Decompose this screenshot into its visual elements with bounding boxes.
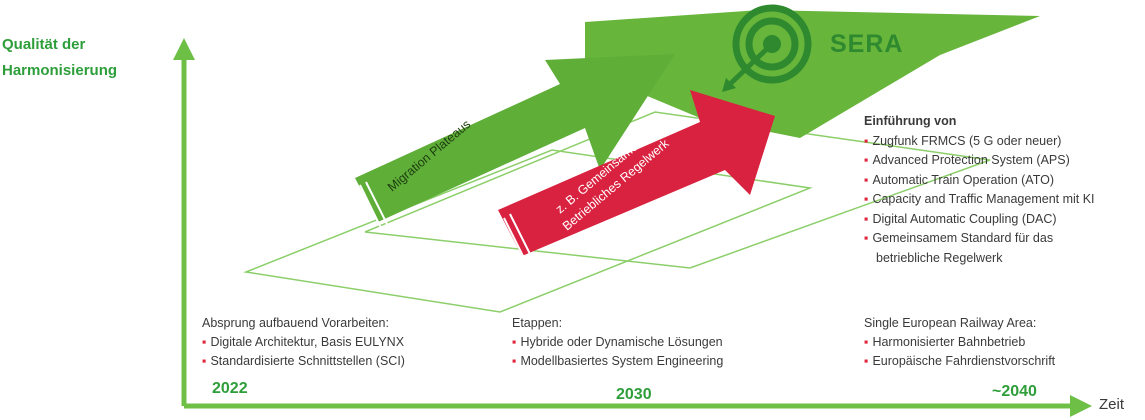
- plateau-outline-1: [243, 149, 813, 313]
- stages-heading: Etappen:: [512, 316, 563, 330]
- intro-item-6-continuation: betriebliche Regelwerk: [876, 250, 1003, 265]
- year-2030: 2030: [616, 386, 652, 403]
- start-heading: Absprung aufbauend Vorarbeiten:: [202, 316, 389, 330]
- y-axis-label-line2: Harmonisierung: [2, 62, 118, 79]
- sera-heading: Single European Railway Area:: [864, 316, 1037, 330]
- introduction-heading: Einführung von: [864, 114, 957, 128]
- start-item-2: Standardisierte Schnittstellen (SCI): [202, 352, 405, 371]
- year-2022: 2022: [212, 380, 248, 397]
- sera-item-1: Harmonisierter Bahnbetrieb: [864, 333, 1055, 352]
- start-item-1: Digitale Architektur, Basis EULYNX: [202, 333, 405, 352]
- migration-arrow: [355, 54, 675, 222]
- intro-item-4: Capacity and Traffic Management mit KI: [864, 190, 1094, 210]
- sera-item-2: Europäische Fahrdienstvorschrift: [864, 352, 1055, 371]
- y-axis-label-line1: Qualität der: [2, 36, 86, 53]
- stages-block: Etappen: Hybride oder Dynamische Lösunge…: [512, 314, 723, 371]
- introduction-block: Einführung von Zugfunk FRMCS (5 G oder n…: [864, 112, 1095, 268]
- intro-item-5: Digital Automatic Coupling (DAC): [864, 210, 1095, 230]
- stages-item-1: Hybride oder Dynamische Lösungen: [512, 333, 723, 352]
- y-axis-arrowhead: [173, 38, 195, 60]
- intro-item-2: Advanced Protection System (APS): [864, 151, 1095, 171]
- year-2040: ~2040: [992, 383, 1037, 400]
- start-block: Absprung aufbauend Vorarbeiten: Digitale…: [202, 314, 405, 371]
- regelwerk-arrow: [498, 90, 775, 256]
- sera-title: SERA: [830, 30, 904, 58]
- intro-item-3: Automatic Train Operation (ATO): [864, 171, 1095, 191]
- x-axis-label: Zeit: [1099, 396, 1125, 413]
- target-icon: [722, 4, 812, 92]
- stages-item-2: Modellbasiertes System Engineering: [512, 352, 723, 371]
- sera-block: Single European Railway Area: Harmonisie…: [864, 314, 1055, 371]
- intro-item-6: Gemeinsamem Standard für das: [864, 229, 1095, 249]
- x-axis-arrowhead: [1070, 395, 1092, 417]
- y-axis-label: Qualität der Harmonisierung: [2, 32, 117, 84]
- intro-item-1: Zugfunk FRMCS (5 G oder neuer): [864, 132, 1095, 152]
